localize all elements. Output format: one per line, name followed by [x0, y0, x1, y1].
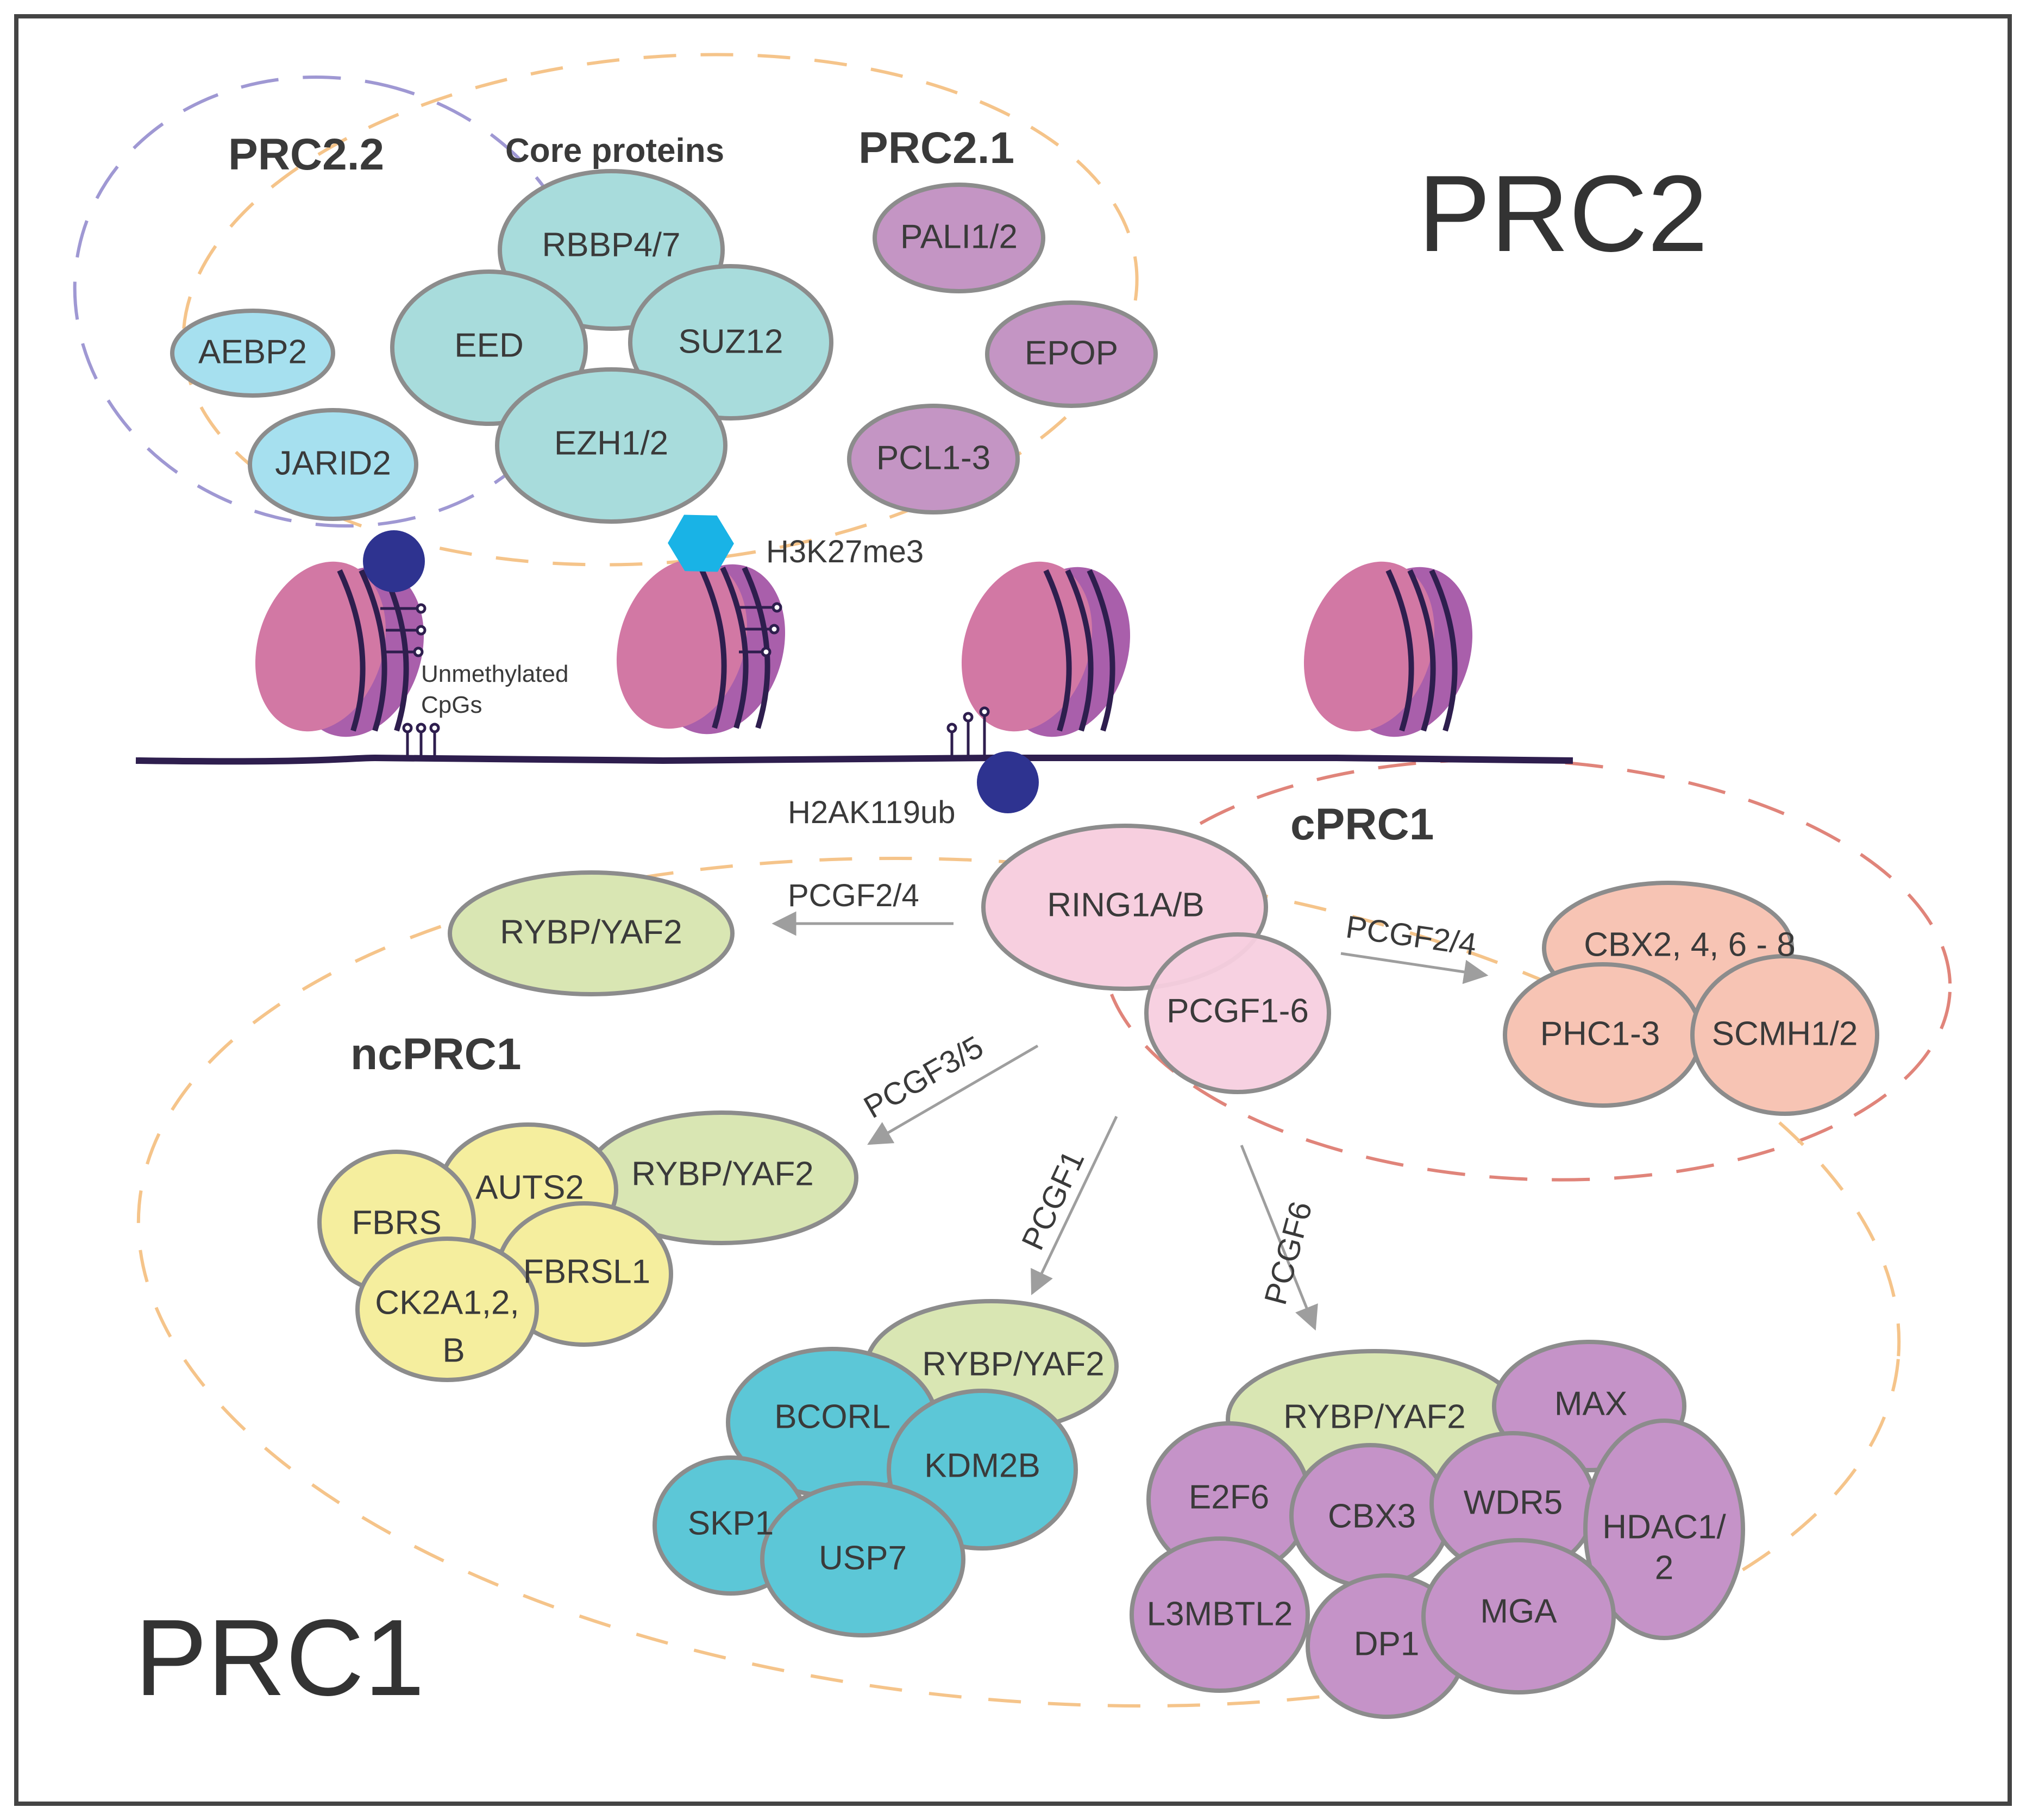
epop-label: EPOP [1025, 334, 1118, 372]
hdac-label-line1: HDAC1/ [1602, 1508, 1726, 1546]
prc2-1-label: PRC2.1 [858, 123, 1014, 173]
rybp-pcgf35-label: RYBP/YAF2 [631, 1155, 813, 1193]
h3k27me3-label: H3K27me3 [766, 534, 924, 569]
rybp-pcgf6-label: RYBP/YAF2 [1283, 1398, 1465, 1435]
ck2a-label-line2: B [442, 1332, 465, 1369]
pcgf16-protein [1144, 932, 1331, 1094]
fbrs-label: FBRS [352, 1204, 441, 1241]
skp1-label: SKP1 [688, 1504, 774, 1542]
cpg-lollipops-1 [402, 723, 440, 761]
jarid2-protein [248, 408, 418, 521]
suz12-label: SUZ12 [679, 323, 783, 360]
ck2a-protein [355, 1237, 539, 1382]
ezh12-label: EZH1/2 [554, 424, 668, 462]
h2ak119ub-label: H2AK119ub [788, 795, 956, 830]
phc13-label: PHC1-3 [1540, 1015, 1660, 1052]
jarid2-label: JARID2 [275, 444, 391, 482]
unmethylated-label-1: Unmethylated [421, 661, 568, 687]
pali12-protein [873, 183, 1045, 293]
fbrsl1-label: FBRSL1 [523, 1253, 650, 1290]
prc1-title: PRC1 [135, 1597, 425, 1718]
rybp-pcgf1-label: RYBP/YAF2 [922, 1345, 1104, 1383]
h3k27me3-hexagon [668, 514, 734, 572]
ezh12-protein [495, 367, 727, 524]
arrow-label-pcgf24-left: PCGF2/4 [788, 878, 919, 913]
eed-label: EED [454, 327, 523, 364]
suz12-protein [628, 264, 833, 421]
cpg-lollipops-2 [946, 706, 990, 761]
pcgf35-cluster: RYBP/YAF2 AUTS2 FBRS FBRSL1 CK2A1,2, B [317, 1110, 858, 1382]
pcl13-protein [847, 404, 1020, 514]
prc2-title: PRC2 [1418, 153, 1708, 274]
ncprc1-label: ncPRC1 [350, 1030, 521, 1079]
scmh12-protein [1690, 954, 1879, 1116]
e2f6-label: E2F6 [1189, 1478, 1269, 1516]
core-proteins-label: Core proteins [505, 132, 724, 170]
prc2-2-label: PRC2.2 [228, 130, 384, 179]
ck2a-label-line1: CK2A1,2, [375, 1284, 519, 1321]
pcgf1-cluster: RYBP/YAF2 BCORL KDM2B SKP1 USP7 [653, 1299, 1119, 1637]
arrow-pcgf35 [867, 1044, 1039, 1145]
pcgf16-label: PCGF1-6 [1166, 992, 1309, 1030]
ncprc1-boundary [136, 856, 1901, 1708]
aebp2-protein [170, 309, 335, 398]
usp7-protein [760, 1481, 965, 1637]
rybp-top-protein [448, 870, 735, 996]
wdr5-label: WDR5 [1464, 1484, 1563, 1521]
cprc1-cluster: CBX2, 4, 6 - 8 PHC1-3 SCMH1/2 [1503, 881, 1879, 1116]
histone-tails-2 [739, 602, 782, 657]
bcorl-label: BCORL [774, 1398, 890, 1435]
cbx3-label: CBX3 [1328, 1497, 1416, 1535]
arrow-pcgf24-right [1340, 952, 1489, 984]
dna-strand [135, 754, 1573, 765]
unmethylated-label-2: CpGs [421, 692, 482, 718]
ub-mark-circle-1 [363, 530, 425, 592]
usp7-label: USP7 [819, 1539, 907, 1577]
scmh12-label: SCMH1/2 [1712, 1015, 1858, 1052]
histone-tails-1 [380, 603, 426, 657]
epop-protein [985, 300, 1158, 408]
cprc1-label: cPRC1 [1290, 800, 1434, 849]
rybp-top-label: RYBP/YAF2 [500, 913, 682, 951]
dp1-label: DP1 [1354, 1625, 1420, 1662]
pcgf6-cluster: RYBP/YAF2 MAX E2F6 CBX3 WDR5 HDAC1/ 2 L3… [1130, 1340, 1745, 1719]
hdac-label-line2: 2 [1655, 1549, 1673, 1586]
l3mbtl2-protein [1130, 1536, 1310, 1693]
rbbp47-label: RBBP4/7 [542, 226, 680, 263]
kdm2b-label: KDM2B [924, 1447, 1040, 1484]
pali12-label: PALI1/2 [900, 218, 1018, 255]
prc2-core-cluster: RBBP4/7 EED SUZ12 EZH1/2 [390, 169, 833, 524]
l3mbtl2-label: L3MBTL2 [1147, 1595, 1293, 1633]
aebp2-label: AEBP2 [198, 333, 307, 371]
h2ak119ub-circle [977, 751, 1039, 813]
pcl13-label: PCL1-3 [876, 439, 990, 476]
auts2-label: AUTS2 [475, 1169, 584, 1206]
hdac-protein [1583, 1419, 1745, 1640]
arrow-pcgf1 [1031, 1115, 1118, 1296]
cbx-label: CBX2, 4, 6 - 8 [1584, 926, 1795, 963]
arrow-pcgf6 [1240, 1145, 1318, 1331]
ring1ab-label: RING1A/B [1047, 886, 1204, 924]
max-label: MAX [1554, 1385, 1627, 1422]
mga-protein [1421, 1538, 1616, 1695]
mga-label: MGA [1480, 1592, 1557, 1630]
